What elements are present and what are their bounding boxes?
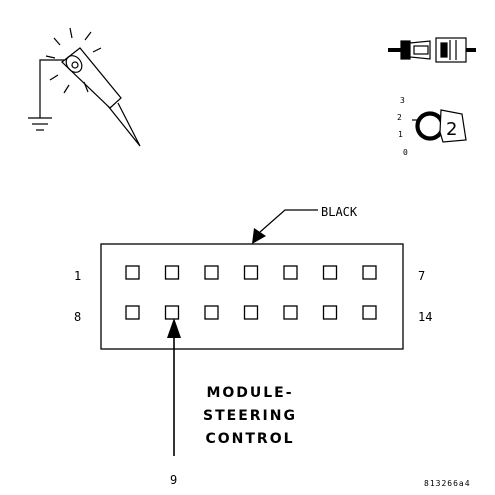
cavity-bottom-1 — [125, 305, 140, 320]
ignition-key-icon — [412, 109, 467, 143]
pin-label-start-top: 1 — [74, 269, 81, 283]
cavity-bottom-2 — [164, 305, 180, 320]
cavity-bottom-3 — [204, 305, 219, 320]
cavity-top-7 — [362, 265, 377, 280]
cavity-bottom-6 — [322, 305, 338, 320]
cavity-top-4 — [243, 265, 259, 280]
pin-pointer-arrowhead — [167, 318, 181, 338]
pin-label-start-bottom: 8 — [74, 310, 81, 324]
component-title-line-3: CONTROL — [205, 431, 294, 447]
cavity-bottom-5 — [283, 305, 298, 320]
pin-label-end-bottom: 14 — [418, 310, 432, 324]
pin-label-end-top: 7 — [418, 269, 425, 283]
color-leader-line — [259, 209, 318, 233]
ignition-pos-2: 2 — [397, 113, 402, 122]
connector-color-label: BLACK — [321, 205, 358, 219]
ignition-pos-1: 1 — [398, 130, 403, 139]
cavity-top-1 — [125, 265, 140, 280]
ground-icon — [28, 117, 52, 131]
component-title-line-1: MODULE- — [206, 385, 293, 401]
cavity-top-2 — [164, 265, 180, 280]
ignition-pos-3: 3 — [400, 96, 405, 105]
cavity-top-5 — [283, 265, 298, 280]
color-leader-arrowhead — [252, 228, 266, 244]
ignition-pos-0: 0 — [403, 148, 408, 157]
connector-cavities — [125, 265, 377, 320]
connector-body — [100, 243, 404, 350]
cavity-top-6 — [322, 265, 338, 280]
cavity-top-3 — [204, 265, 219, 280]
cavity-bottom-4 — [243, 305, 259, 320]
cavity-bottom-7 — [362, 305, 377, 320]
test-light-icon — [39, 27, 141, 147]
component-title-line-2: STEERING — [203, 408, 297, 424]
figure-code: 813266a4 — [424, 479, 471, 488]
connector-disconnected-icon — [388, 37, 476, 63]
ignition-key-position: 2 — [446, 119, 457, 140]
pin-pointer-label: 9 — [170, 473, 177, 487]
